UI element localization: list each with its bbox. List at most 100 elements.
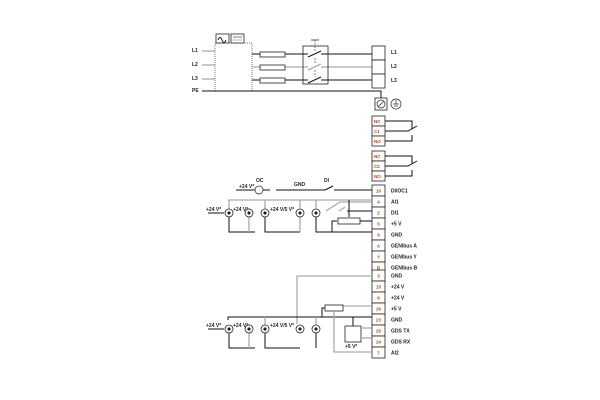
terminal-label: +5 V (391, 222, 402, 228)
input-l2: L2 (192, 62, 198, 68)
filter-box (214, 42, 253, 92)
terminal-a: A GENIbus A (371, 239, 417, 252)
fuse (259, 64, 286, 71)
terminal-label: GDS TX (391, 329, 410, 335)
sensor-connector-icon (295, 324, 305, 334)
terminal-10: 10 DI/OC1 (371, 184, 408, 197)
output-l3: L3 (391, 78, 397, 84)
sensor-label: +24 V* (233, 323, 248, 329)
main-switch (302, 39, 329, 85)
sensor-connector-icon (224, 208, 234, 218)
terminal-number: Y (377, 255, 380, 260)
terminal-label: GND (391, 318, 403, 324)
sensor-connector-icon (244, 208, 254, 218)
terminal-label: +5 V (391, 307, 402, 313)
terminal-8: 8 +24 V (371, 291, 405, 304)
sensor-connector-icon (260, 208, 270, 218)
dc-icon (230, 33, 245, 44)
sensor-label: +24 V* (233, 207, 248, 213)
terminal-number: 6 (377, 233, 380, 238)
relay-terminal-c1: C1 (371, 125, 386, 137)
oc-supply-label: +24 V* (239, 184, 254, 190)
terminal-number: 2 (377, 211, 380, 216)
terminal-label: AI2 (391, 351, 399, 357)
sine-wave-icon (215, 33, 230, 44)
terminal-label: GND (391, 233, 403, 239)
terminal-label: GENIbus A (391, 244, 417, 250)
terminal-number: 15 (376, 285, 382, 290)
potentiometer (337, 217, 361, 225)
gds-supply-label: +5 V* (345, 344, 357, 350)
terminal-label: GENIbus Y (391, 255, 417, 261)
terminal-number: 3 (377, 274, 380, 279)
terminal-number: A (377, 244, 381, 249)
fuse (259, 51, 286, 58)
terminal-number: 26 (376, 307, 382, 312)
sensor-connector-icon (311, 324, 321, 334)
relay-terminal-no: NO (371, 135, 386, 147)
di-label: DI (324, 178, 330, 184)
group-1-wiring: +24 V* OC GND DI +24 V* +24 V* +24 V/5 V… (206, 178, 372, 233)
terminal-6: 6 GND (371, 228, 403, 241)
mains-section: L1 L2 L3 PE L1 L2 L3 (192, 33, 402, 111)
terminal-25: 25 GDS TX (371, 324, 410, 337)
terminal-label: DI1 (391, 211, 399, 217)
terminal-label: DI/OC1 (391, 189, 408, 195)
terminal-number: 23 (376, 318, 382, 323)
oc-lamp-icon (254, 185, 264, 195)
terminal-label: +24 V (391, 285, 405, 291)
terminal-number: 10 (376, 189, 382, 194)
terminal-number: 25 (376, 329, 382, 334)
sensor-connector-icon (244, 324, 254, 334)
terminal-2: 2 DI1 (371, 206, 399, 219)
relay-terminal-label: NO (374, 139, 381, 144)
sensor-label: +24 V* (206, 207, 221, 213)
terminal-label: GENIbus B (391, 266, 418, 272)
terminal-23: 23 GND (371, 313, 403, 326)
output-l1: L1 (391, 50, 397, 56)
sensor-connector-icon (311, 208, 321, 218)
terminal-label: GND (391, 274, 403, 280)
terminal-y: Y GENIbus Y (371, 250, 417, 263)
terminal-label: +24 V (391, 296, 405, 302)
relay-terminal-no: NO (371, 170, 386, 182)
terminal-number: B (377, 266, 381, 271)
terminal-number: 4 (377, 200, 380, 205)
fuse (259, 77, 286, 84)
input-pe: PE (192, 88, 199, 94)
relay-terminal-c2: C2 (371, 160, 386, 172)
earth-icon (390, 98, 402, 110)
relay-terminal-label: NC (374, 119, 381, 124)
sensor-connector-icon (295, 208, 305, 218)
sensor-label: +24 V/5 V* (270, 323, 294, 329)
relay-terminal-label: NO (374, 174, 381, 179)
group-2-wiring: +5 V* +24 V* +24 V* +24 V/5 V* (206, 275, 372, 353)
potentiometer (324, 304, 344, 312)
relay-terminal-label: NC (374, 154, 381, 159)
relay-terminal-label: C1 (374, 129, 380, 134)
sensor-connector-icon (224, 324, 234, 334)
sensor-connector-icon (260, 324, 270, 334)
relay-terminal-label: C2 (374, 164, 380, 169)
terminal-26: 26 +5 V (371, 302, 402, 315)
terminal-15: 15 +24 V (371, 280, 405, 293)
gds-sensor-box (344, 325, 362, 343)
relay-terminal-nc: NC (371, 115, 386, 127)
gnd-label: GND (294, 182, 306, 188)
relay-terminal-nc: NC (371, 150, 386, 162)
output-l2: L2 (391, 64, 397, 70)
sensor-label: +24 V* (206, 323, 221, 329)
terminal-number: 8 (377, 296, 380, 301)
sensor-label: +24 V/5 V* (270, 207, 294, 213)
input-l3: L3 (192, 76, 198, 82)
terminal-number: 24 (376, 340, 382, 345)
screw-terminal-icon (374, 97, 388, 111)
terminal-3: 3 GND (371, 269, 403, 282)
